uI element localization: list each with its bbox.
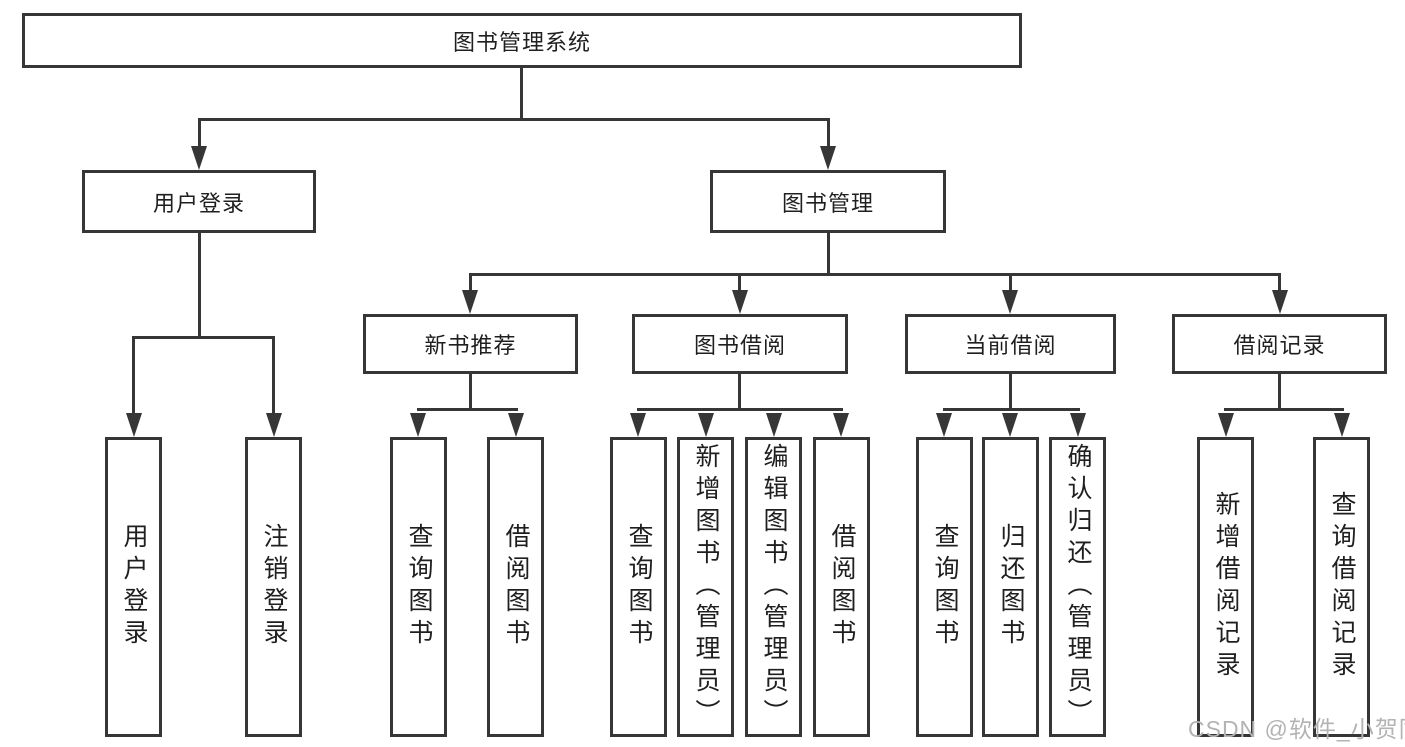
connector-current-rail (943, 408, 1080, 411)
connector-level3-rail (469, 273, 1281, 276)
connector-user-login-rail (132, 336, 275, 339)
node-root-system: 图书管理系统 (22, 13, 1022, 68)
arrowhead-to-book-mgmt (820, 146, 836, 170)
node-book-borrow: 图书借阅 (632, 314, 848, 374)
arrowhead-to-borrow-query (630, 413, 646, 437)
arrowhead-to-leaf-logout (266, 413, 282, 437)
leaf-user-login: 用户登录 (105, 437, 162, 737)
leaf-borrow-edit-book-admin: 编辑图书（管理员） (745, 437, 802, 737)
node-user-login: 用户登录 (82, 170, 316, 233)
leaf-current-confirm-return-admin: 确认归还（管理员） (1049, 437, 1106, 737)
leaf-borrow-add-book-admin: 新增图书（管理员） (677, 437, 734, 737)
connector-borrow-shaft (738, 273, 741, 293)
leaf-current-query-book: 查询图书 (916, 437, 973, 737)
arrowhead-to-leaf-login (126, 413, 142, 437)
arrowhead-to-borrow-add (698, 413, 714, 437)
leaf-borrow-borrow-book: 借阅图书 (813, 437, 870, 737)
connector-recommend-stub (469, 374, 472, 410)
arrowhead-to-current-return (1002, 413, 1018, 437)
connector-recommend-shaft (469, 273, 472, 293)
arrowhead-to-borrow-borrow (833, 413, 849, 437)
arrowhead-to-user-login (191, 146, 207, 170)
connector-user-login-shaft (198, 118, 201, 150)
connector-book-mgmt-shaft (827, 118, 830, 150)
connector-current-stub (1009, 374, 1012, 410)
connector-borrow-rail (637, 408, 843, 411)
leaf-logout: 注销登录 (245, 437, 302, 737)
leaf-record-query-borrow-record: 查询借阅记录 (1313, 437, 1370, 737)
connector-current-shaft (1009, 273, 1012, 293)
arrowhead-to-record (1272, 290, 1288, 314)
arrowhead-to-borrow (732, 290, 748, 314)
connector-user-login-stub (198, 233, 201, 339)
leaf-recommend-query-book: 查询图书 (390, 437, 447, 737)
connector-book-mgmt-stub (827, 233, 830, 276)
connector-recommend-rail (417, 408, 518, 411)
arrowhead-to-current-confirm (1070, 413, 1086, 437)
connector-root-stub (520, 68, 523, 118)
arrowhead-to-current (1002, 290, 1018, 314)
connector-leaf-login-shaft (132, 336, 135, 416)
node-book-management: 图书管理 (710, 170, 946, 233)
arrowhead-to-current-query (936, 413, 952, 437)
leaf-borrow-query-book: 查询图书 (610, 437, 667, 737)
node-current-borrow: 当前借阅 (905, 314, 1116, 374)
arrowhead-to-record-add (1218, 413, 1234, 437)
node-borrow-record: 借阅记录 (1172, 314, 1387, 374)
arrowhead-to-borrow-edit (766, 413, 782, 437)
connector-borrow-stub (738, 374, 741, 410)
connector-record-shaft (1278, 273, 1281, 293)
leaf-recommend-borrow-book: 借阅图书 (487, 437, 544, 737)
arrowhead-to-record-query (1334, 413, 1350, 437)
arrowhead-to-recommend (462, 290, 478, 314)
csdn-watermark: CSDN @软件_小贺同学 (1188, 716, 1405, 742)
arrowhead-to-recommend-query (410, 413, 426, 437)
leaf-current-return-book: 归还图书 (982, 437, 1039, 737)
connector-level2-rail (198, 118, 830, 121)
arrowhead-to-recommend-borrow (508, 413, 524, 437)
connector-record-rail (1224, 408, 1344, 411)
connector-record-stub (1278, 374, 1281, 410)
node-new-book-recommend: 新书推荐 (363, 314, 578, 374)
leaf-record-add-borrow-record: 新增借阅记录 (1197, 437, 1254, 737)
connector-leaf-logout-shaft (272, 336, 275, 416)
